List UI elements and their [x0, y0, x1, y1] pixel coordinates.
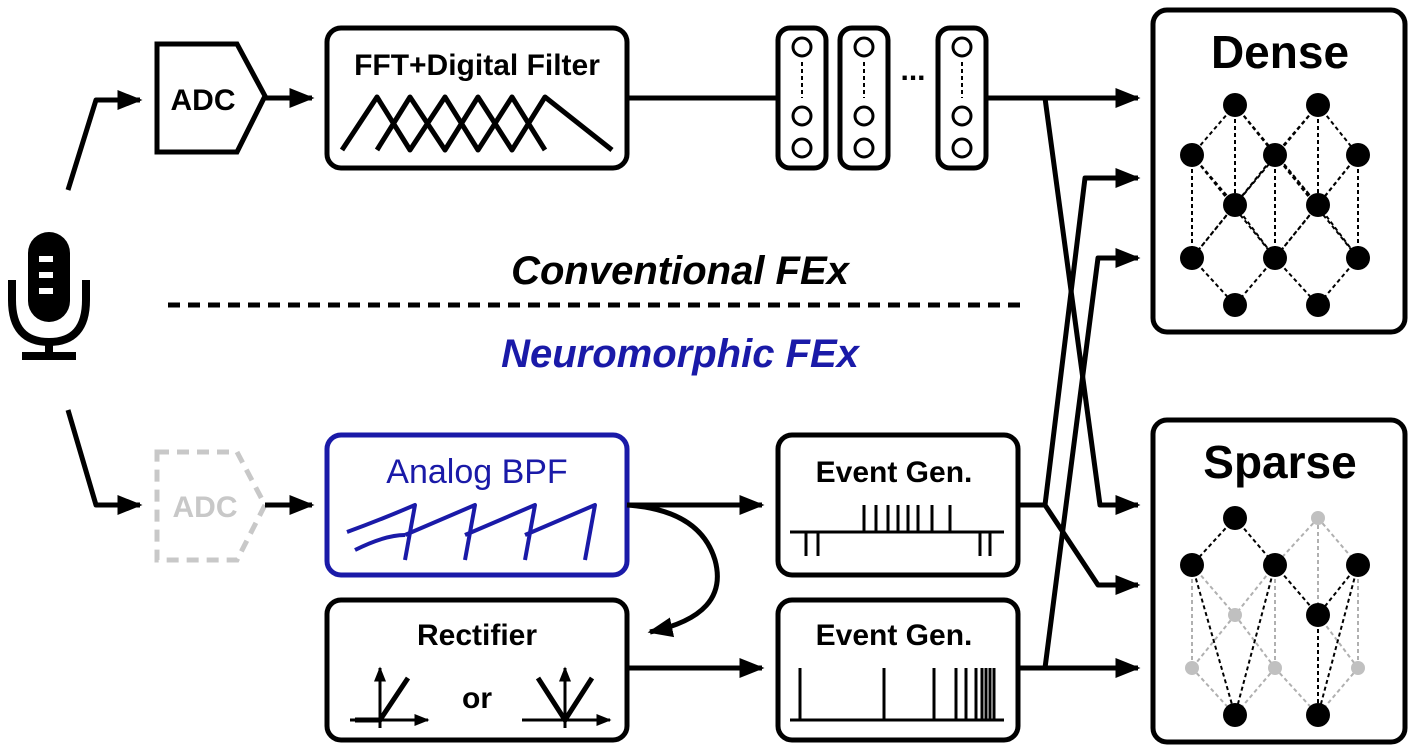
- neuromorphic-fex-title: Neuromorphic FEx: [501, 332, 861, 376]
- conventional-fex-title: Conventional FEx: [511, 249, 851, 293]
- adc-bottom-bypassed: ADC: [154, 449, 268, 563]
- feature-vectors: ...: [775, 25, 989, 171]
- triangular-filter-bank-icon: [339, 94, 548, 153]
- ellipsis: ...: [900, 54, 925, 87]
- dense-network-block: Dense: [1150, 7, 1408, 335]
- event-gen-1-to-dense-wire: [1018, 168, 1141, 508]
- adc-top: ADC: [154, 41, 268, 155]
- rectifier-block: Rectifier or: [324, 597, 630, 743]
- sparse-label: Sparse: [1203, 436, 1356, 488]
- bpf-waveform-icon: [346, 503, 597, 561]
- event-gen-2-to-dense-wire: [1018, 248, 1141, 671]
- feature-vector: [837, 25, 891, 171]
- mic-to-adc-top-wire: [65, 90, 143, 191]
- full-wave-rectifier-icon: [522, 666, 612, 728]
- dense-network-nodes: [1180, 93, 1370, 317]
- microphone-icon: [8, 232, 90, 360]
- fft-label: FFT+Digital Filter: [354, 49, 600, 82]
- analog-bpf-block: Analog BPF: [324, 432, 630, 578]
- event-gen-1-label: Event Gen.: [816, 456, 973, 489]
- feature-vector: [935, 25, 989, 171]
- event-gen-1-block: Event Gen.: [775, 432, 1021, 578]
- features-to-sparse-wire: [1042, 97, 1141, 515]
- spike-train-1-icon: [790, 505, 1004, 556]
- sparse-active-nodes: [1180, 506, 1370, 727]
- mic-to-adc-bottom-wire: [65, 409, 143, 515]
- fft-digital-filter-block: FFT+Digital Filter: [324, 25, 630, 171]
- analog-bpf-label: Analog BPF: [386, 453, 567, 491]
- adc-bottom-label: ADC: [173, 491, 238, 524]
- adc-top-label: ADC: [171, 84, 236, 117]
- dense-label: Dense: [1211, 26, 1349, 78]
- rectifier-label: Rectifier: [417, 619, 537, 652]
- half-wave-rectifier-icon: [350, 666, 430, 728]
- event-gen-2-label: Event Gen.: [816, 619, 973, 652]
- feature-vector: [775, 25, 829, 171]
- event-gen-2-block: Event Gen.: [775, 597, 1021, 743]
- bpf-to-rectifier-wire: [626, 502, 720, 638]
- spike-train-2-icon: [790, 668, 1004, 722]
- or-label: or: [462, 682, 492, 715]
- sparse-inactive-nodes: [1185, 511, 1365, 675]
- sparse-network-block: Sparse: [1150, 417, 1408, 745]
